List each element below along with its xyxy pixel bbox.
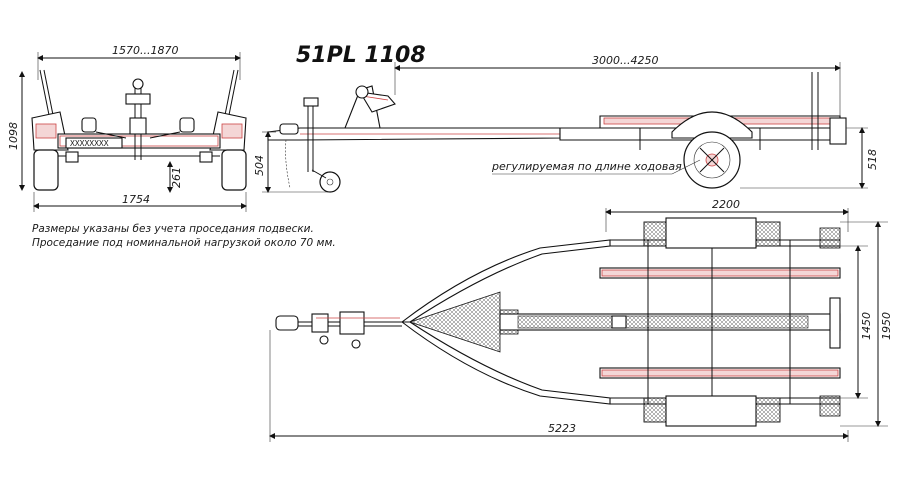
side-view: 3000...4250 [253,54,879,193]
dim-top-axle-width: 2200 [712,198,740,211]
note-line-1: Размеры указаны без учета проседания под… [32,223,314,235]
license-plate-text: XXXXXXXX [70,139,109,148]
dim-front-width-top: 1570...1870 [112,44,178,57]
drawing-title: 51PL 1108 [296,43,426,68]
dim-side-rear-height: 518 [866,149,879,170]
axle-adjustable-note: регулируемая по длине ходовая [491,160,682,173]
note-line-2: Проседание под номинальной нагрузкой око… [32,237,336,249]
front-view: 1570...1870 1098 XXXXXXXX [7,44,247,212]
dim-front-width-bottom: 1754 [122,193,150,206]
dim-top-total-width: 1950 [880,312,893,340]
top-view: 2200 [269,198,893,442]
dim-front-height: 1098 [7,122,20,150]
dim-top-inner-width: 1450 [860,312,873,340]
dim-side-hitch-height: 504 [253,155,266,176]
dim-top-total-length: 5223 [548,422,576,435]
dim-side-length: 3000...4250 [592,54,658,67]
dim-front-axle: 261 [170,167,183,188]
